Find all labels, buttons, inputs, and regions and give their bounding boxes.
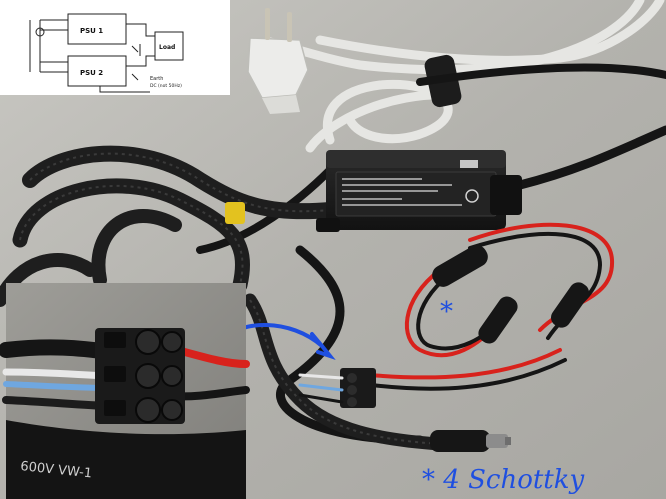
power-adapter <box>316 150 522 232</box>
dc-barrel-plug <box>430 430 511 452</box>
schematic-psu2-label: PSU 2 <box>80 69 103 77</box>
mains-plug <box>247 8 309 114</box>
braid-texture <box>19 152 441 445</box>
cable-print-text: 600V VW-1 <box>20 459 93 481</box>
schematic-load-label: Load <box>159 44 175 51</box>
schematic-earth-label: Earth <box>150 76 163 82</box>
diode-bundles <box>432 245 589 344</box>
yellow-tape <box>225 202 245 224</box>
closeup-inset: 600V VW-1 <box>0 283 250 499</box>
schematic-earth-note: DC (not 50Hz) <box>150 83 182 89</box>
annotation-diode-note: * 4 Schottky <box>422 465 584 495</box>
schematic-inset: PSU 1 PSU 2 Load Earth DC (not 50Hz) <box>0 0 230 95</box>
schematic-psu1-label: PSU 1 <box>80 27 103 35</box>
terminal-block-small <box>298 368 376 408</box>
annotation-star: * <box>440 297 453 327</box>
